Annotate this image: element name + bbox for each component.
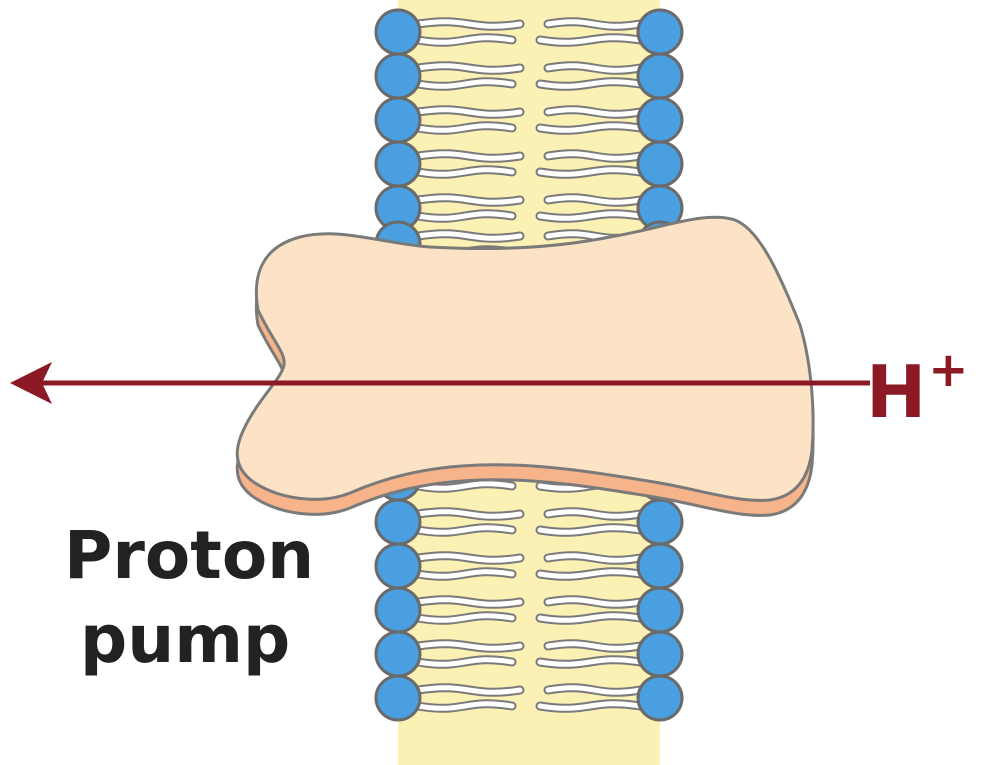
- phospholipid-head-right: [638, 544, 682, 588]
- phospholipid-head-left: [376, 676, 420, 720]
- phospholipid-head-right: [638, 10, 682, 54]
- ion-symbol: H: [866, 350, 926, 434]
- protein-label-line2: pump: [80, 600, 290, 680]
- phospholipid-head-left: [376, 544, 420, 588]
- phospholipid-head-left: [376, 98, 420, 142]
- phospholipid-head-right: [638, 588, 682, 632]
- protein-body: [237, 217, 813, 500]
- phospholipid-head-right: [638, 142, 682, 186]
- phospholipid-head-right: [638, 98, 682, 142]
- protein-label-line1: Proton: [64, 516, 314, 596]
- phospholipid-head-left: [376, 588, 420, 632]
- phospholipid-head-right: [638, 632, 682, 676]
- proton-pump-protein: [237, 217, 813, 515]
- phospholipid-head-left: [376, 632, 420, 676]
- phospholipid-head-left: [376, 54, 420, 98]
- phospholipid-head-left: [376, 500, 420, 544]
- phospholipid-head-left: [376, 142, 420, 186]
- phospholipid-head-right: [638, 676, 682, 720]
- proton-label: H+: [866, 336, 968, 432]
- phospholipid-head-left: [376, 10, 420, 54]
- ion-charge: +: [928, 342, 968, 398]
- phospholipid-head-right: [638, 500, 682, 544]
- phospholipid-head-right: [638, 54, 682, 98]
